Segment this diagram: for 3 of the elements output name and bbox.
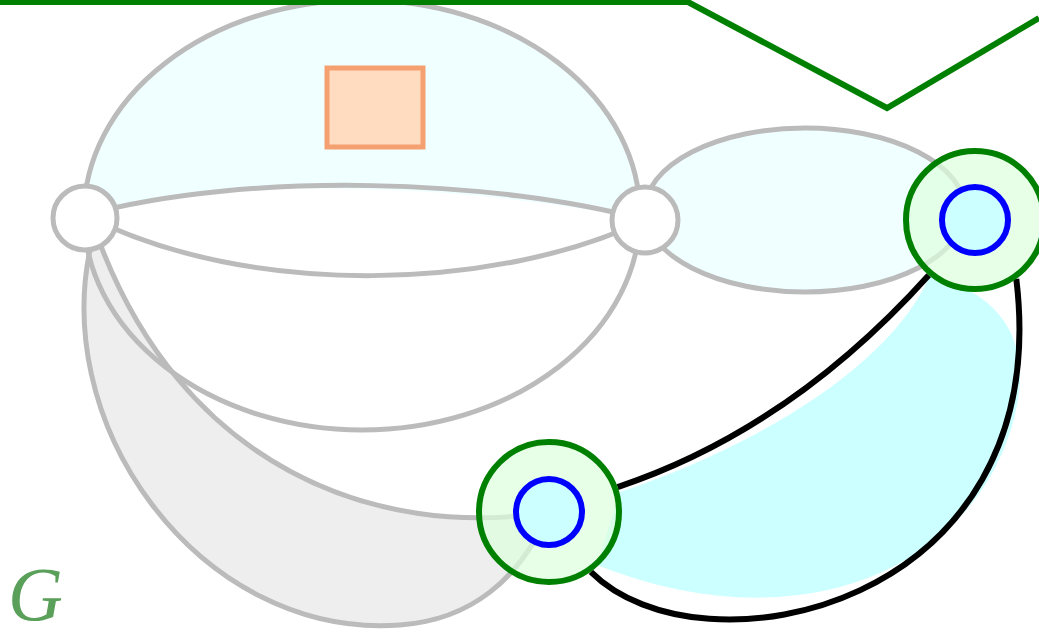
vertex-circle xyxy=(476,439,622,585)
corner-letter: G xyxy=(8,556,63,632)
arc-line xyxy=(589,278,1022,622)
